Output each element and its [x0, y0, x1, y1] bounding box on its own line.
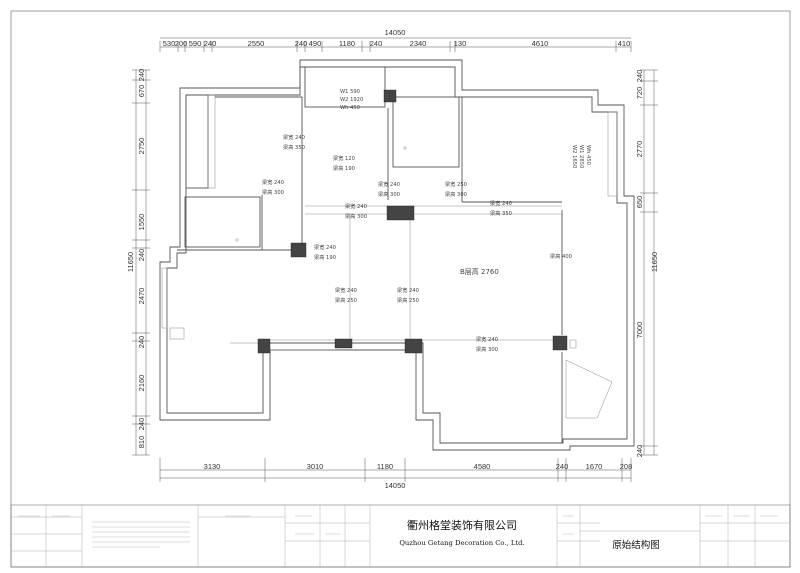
beam-9-width: 梁宽 240 [335, 286, 357, 294]
beam-2-width: 梁宽 120 [333, 154, 355, 162]
dim-bottom-5: 240 [556, 462, 569, 471]
floor-plan-walls [159, 59, 635, 451]
beam-4-height: 梁高 300 [378, 190, 400, 198]
dim-bottom-2: 3010 [307, 462, 324, 471]
window-note-right-1: W2 1650 [571, 145, 577, 168]
dim-left-total: 11650 [126, 252, 135, 272]
beam-1-height: 梁高 350 [283, 143, 305, 151]
dim-top-9: 240 [370, 39, 383, 48]
window-note-1: W1 590 [340, 89, 360, 95]
dim-left-1: 240 [137, 69, 146, 82]
dim-right-total: 11650 [650, 252, 659, 272]
dim-top-8: 1180 [339, 39, 355, 48]
dim-right-5: 7000 [635, 322, 644, 339]
dim-top-11: 130 [454, 39, 467, 48]
dim-left-5: 240 [137, 249, 146, 262]
dim-bottom-total: 14050 [385, 481, 406, 490]
company-name-en: Quzhou Getang Decoration Co., Ltd. [399, 539, 524, 547]
pillar [257, 338, 271, 354]
pillar [386, 205, 415, 221]
dim-right-2: 720 [635, 87, 644, 100]
title-block: 衢州格堂装饰有限公司 Quzhou Getang Decoration Co.,… [10, 504, 791, 568]
dim-left-8: 2160 [137, 375, 146, 392]
dim-left-10: 810 [137, 436, 146, 449]
beam-1-width: 梁宽 240 [283, 133, 305, 141]
beam-7-height: 梁高 350 [490, 209, 512, 217]
pillar [552, 335, 568, 351]
beam-6-width: 梁宽 250 [445, 180, 467, 188]
beam-9-height: 梁高 250 [335, 296, 357, 304]
dim-right-3: 2770 [635, 141, 644, 158]
dim-left-6: 2470 [137, 288, 146, 305]
beam-4-width: 梁宽 240 [378, 180, 400, 188]
dim-bottom-1: 3130 [204, 462, 221, 471]
dim-right-1: 240 [635, 70, 644, 83]
dim-top-13: 410 [618, 39, 631, 48]
pillars [257, 89, 568, 354]
beam-8-height: 梁高 190 [314, 253, 336, 261]
dim-left-7: 240 [137, 336, 146, 349]
dim-top-6: 240 [295, 39, 308, 48]
beam-3-width: 梁宽 240 [262, 178, 284, 186]
dim-top-total: 14050 [385, 28, 406, 37]
beam-3-height: 梁高 300 [262, 188, 284, 196]
right-dimensions: 240 720 2770 650 7000 240 11650 [635, 70, 659, 458]
ceiling-height-label: B层高 2760 [460, 267, 499, 276]
beam-5-width: 梁宽 240 [345, 202, 367, 210]
dim-left-4: 1550 [137, 214, 146, 231]
window-note-right-3: Wh 450 [585, 145, 591, 165]
beam-7-width: 梁宽 240 [490, 199, 512, 207]
window-note-3: Wh 450 [340, 105, 360, 111]
beam-10-height: 梁高 250 [397, 296, 419, 304]
pillar [334, 338, 353, 349]
beam-10-width: 梁宽 240 [397, 286, 419, 294]
drawing-title: 原始结构图 [612, 539, 660, 551]
dim-top-5: 2550 [248, 39, 265, 48]
dim-left-9: 240 [137, 418, 146, 431]
window-note-2: W2 1920 [340, 97, 363, 103]
dim-bottom-6: 1670 [586, 462, 603, 471]
bottom-dimensions: 3130 3010 1180 4580 240 1670 208 14050 [159, 458, 633, 490]
beam-11-height: 梁高 300 [476, 345, 498, 353]
dim-top-4: 240 [204, 39, 217, 48]
left-dimensions: 240 670 2750 1550 240 2470 240 2160 240 … [126, 69, 150, 456]
dim-top-2: 200 [175, 39, 188, 48]
dim-left-2: 670 [137, 85, 146, 98]
dim-left-3: 2750 [137, 138, 146, 155]
pillar [383, 89, 397, 103]
top-dimensions: 14050 530 200 590 240 2550 240 490 1180 … [159, 28, 632, 52]
beam-2-height: 梁高 190 [333, 164, 355, 172]
dim-top-10: 2340 [410, 39, 427, 48]
dim-top-7: 490 [309, 39, 322, 48]
dim-bottom-7: 208 [620, 462, 633, 471]
dim-right-6: 240 [635, 445, 644, 458]
beam-11-width: 梁宽 240 [476, 335, 498, 343]
beam-8-width: 梁宽 240 [314, 243, 336, 251]
beam-12-height: 梁高 400 [550, 252, 572, 260]
window-note-right-2: W1 2850 [578, 145, 584, 168]
dim-bottom-3: 1180 [377, 462, 393, 471]
pillar [404, 338, 423, 354]
dim-right-4: 650 [635, 196, 644, 209]
dim-top-3: 590 [189, 39, 202, 48]
beam-annotations: W1 590 W2 1920 Wh 450 梁宽 240 梁高 350 梁宽 1… [262, 89, 591, 353]
beam-5-height: 梁高 300 [345, 212, 367, 220]
company-name-cn: 衢州格堂装饰有限公司 [407, 518, 517, 532]
dim-bottom-4: 4580 [474, 462, 491, 471]
beam-6-height: 梁高 300 [445, 190, 467, 198]
pillar [290, 242, 307, 258]
dim-top-1: 530 [163, 39, 176, 48]
dim-top-12: 4610 [532, 39, 549, 48]
